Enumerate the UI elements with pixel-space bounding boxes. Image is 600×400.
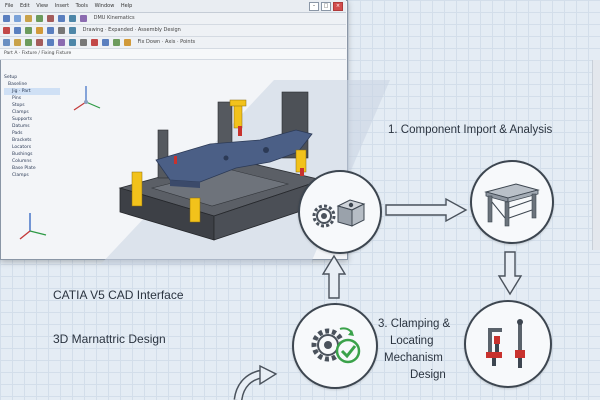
tool-icon[interactable] bbox=[124, 39, 131, 46]
clamp-tools-icon bbox=[486, 319, 525, 368]
tool-icon[interactable] bbox=[36, 27, 43, 34]
minimize-button[interactable]: – bbox=[309, 2, 319, 11]
menu-edit[interactable]: Edit bbox=[19, 3, 30, 9]
arrow-right-icon bbox=[385, 197, 468, 223]
step1-title: 1. Component Import & Analysis bbox=[388, 124, 553, 136]
tree-item[interactable]: Baseline bbox=[8, 82, 28, 87]
pan-icon[interactable] bbox=[58, 15, 65, 22]
menu-window[interactable]: Window bbox=[94, 3, 115, 9]
print-icon[interactable] bbox=[25, 15, 32, 22]
menu-tools[interactable]: Tools bbox=[75, 3, 88, 9]
close-button[interactable]: × bbox=[333, 2, 343, 11]
tool-icon[interactable] bbox=[47, 39, 54, 46]
step3-title-line4: Design bbox=[410, 369, 446, 381]
tree-item[interactable]: Base Plate bbox=[12, 166, 36, 171]
toolbar-1: DMU Kinematics bbox=[0, 13, 346, 25]
tool-icon[interactable] bbox=[14, 27, 21, 34]
cad-interface-caption: CATIA V5 CAD Interface bbox=[53, 288, 184, 302]
tool-icon[interactable] bbox=[102, 39, 109, 46]
toolbar-1-label: DMU Kinematics bbox=[93, 15, 135, 21]
step3-title-line1: 3. Clamping & bbox=[378, 318, 451, 330]
tool-icon[interactable] bbox=[36, 39, 43, 46]
tree-item[interactable]: Stops bbox=[12, 103, 25, 108]
clamping-node[interactable] bbox=[464, 300, 552, 388]
tree-item[interactable]: Pads bbox=[12, 131, 23, 136]
frame-structure-icon bbox=[484, 183, 540, 227]
tool-icon[interactable] bbox=[25, 39, 32, 46]
tree-item[interactable]: Bushings bbox=[12, 152, 33, 157]
menu-bar: File Edit View Insert Tools Window Help … bbox=[0, 0, 346, 13]
redo-icon[interactable] bbox=[47, 15, 54, 22]
toolbar-3: Fix Down · Axis · Points bbox=[0, 37, 346, 49]
menu-file[interactable]: File bbox=[5, 3, 14, 9]
toolbar-2-label: Drawing · Expanded · Assembly Design bbox=[82, 27, 181, 33]
toolbar-3-label: Fix Down · Axis · Points bbox=[137, 39, 196, 45]
tool-icon[interactable] bbox=[113, 39, 120, 46]
verification-node[interactable] bbox=[292, 303, 378, 389]
tree-item[interactable]: Clamps bbox=[12, 173, 29, 178]
tree-item[interactable]: Brackets bbox=[12, 138, 32, 143]
tree-item[interactable]: Pins bbox=[12, 96, 22, 101]
tree-item[interactable]: Clamps bbox=[12, 110, 29, 115]
curved-arrow-icon bbox=[233, 364, 278, 400]
import-analysis-node[interactable] bbox=[298, 170, 382, 254]
specification-tree: Setup Baseline Jig · Part Pins Stops Cla… bbox=[4, 74, 60, 250]
tree-item[interactable]: Locators bbox=[12, 145, 32, 150]
tool-icon[interactable] bbox=[69, 39, 76, 46]
tool-icon[interactable] bbox=[3, 27, 10, 34]
arrow-up-icon bbox=[321, 254, 347, 299]
toolbar-4: Part A · Fixture / Fixing Fixture bbox=[0, 49, 346, 60]
tool-icon[interactable] bbox=[3, 39, 10, 46]
tool-icon[interactable] bbox=[80, 39, 87, 46]
zoom-icon[interactable] bbox=[80, 15, 87, 22]
toolbar-4-label: Part A · Fixture / Fixing Fixture bbox=[4, 51, 72, 56]
menu-insert[interactable]: Insert bbox=[54, 3, 70, 9]
save-icon[interactable] bbox=[14, 15, 21, 22]
step3-title-line2: Locating bbox=[390, 335, 434, 347]
tool-icon[interactable] bbox=[14, 39, 21, 46]
tool-icon[interactable] bbox=[25, 27, 32, 34]
tool-icon[interactable] bbox=[58, 39, 65, 46]
structure-node[interactable] bbox=[470, 160, 554, 244]
undo-icon[interactable] bbox=[36, 15, 43, 22]
tree-item[interactable]: Supports bbox=[12, 117, 33, 122]
arrow-down-icon bbox=[497, 251, 523, 296]
axis-triad-icon bbox=[19, 213, 47, 240]
tree-item[interactable]: Setup bbox=[4, 75, 18, 80]
open-icon[interactable] bbox=[3, 15, 10, 22]
menu-help[interactable]: Help bbox=[120, 3, 133, 9]
step3-title-line3: Mechanism bbox=[384, 352, 443, 364]
tree-item[interactable]: Jig · Part bbox=[4, 88, 60, 95]
tool-icon[interactable] bbox=[91, 39, 98, 46]
tool-icon[interactable] bbox=[47, 27, 54, 34]
maximize-button[interactable]: □ bbox=[321, 2, 331, 11]
tree-item[interactable]: Datums bbox=[12, 124, 30, 129]
tree-item[interactable]: Columns bbox=[12, 159, 32, 164]
gear-block-icon bbox=[312, 199, 366, 228]
rotate-icon[interactable] bbox=[69, 15, 76, 22]
design-caption: 3D Marnattric Design bbox=[53, 332, 166, 346]
gear-check-icon bbox=[311, 327, 361, 364]
toolbar-2: Drawing · Expanded · Assembly Design bbox=[0, 25, 346, 37]
menu-view[interactable]: View bbox=[36, 3, 49, 9]
tool-icon[interactable] bbox=[58, 27, 65, 34]
compass-icon[interactable] bbox=[66, 82, 106, 122]
tool-icon[interactable] bbox=[69, 27, 76, 34]
